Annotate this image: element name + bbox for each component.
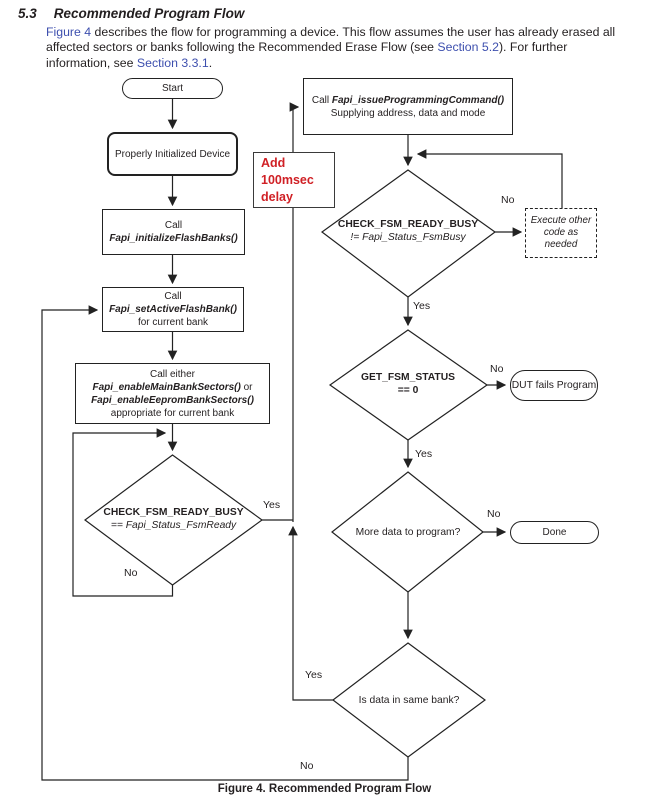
section-number: 5.3 [18, 6, 37, 21]
delay-annotation: Add 100msec delay [253, 152, 335, 208]
paragraph-text: ). For further information, see [46, 40, 568, 70]
supplying-text: Supplying address, data and mode [330, 107, 486, 119]
section-title: Recommended Program Flow [53, 6, 245, 21]
section-heading: 5.3 Recommended Program Flow [18, 6, 244, 21]
function-name: Fapi_initializeFlashBanks() [109, 233, 238, 244]
dut-fails-node: DUT fails Program [510, 370, 598, 401]
paragraph-text: . [208, 55, 213, 70]
section-5-2-link[interactable]: Section 5.2 [437, 40, 499, 55]
edge-label-no: No [501, 194, 515, 206]
issue-programming-command-node: Call Fapi_issueProgrammingCommand() Supp… [303, 78, 513, 135]
edge-label-no: No [487, 508, 501, 520]
figure-caption: Figure 4. Recommended Program Flow [217, 783, 432, 795]
execute-other-text: Execute other [530, 215, 592, 226]
done-node: Done [510, 521, 599, 544]
edge-label-yes: Yes [263, 499, 281, 511]
intro-paragraph: Figure 4 describes the flow for programm… [46, 25, 618, 71]
edge-label-yes: Yes [415, 448, 433, 460]
figure-4-link[interactable]: Figure 4 [46, 25, 92, 39]
edge-label-yes: Yes [305, 669, 323, 681]
section-3-3-1-link[interactable]: Section 3.3.1 [136, 55, 209, 70]
delay-text: 100msec [261, 172, 314, 187]
decision-same-bank-shape [332, 642, 487, 758]
initialized-device-node: Properly Initialized Device [107, 132, 238, 176]
delay-text: Add [261, 155, 286, 170]
or-text: or [243, 381, 253, 393]
edge-label-no: No [490, 363, 504, 375]
edge-label-no: No [300, 760, 314, 772]
start-node: Start [122, 78, 223, 99]
call-text: Call [164, 220, 183, 231]
decision-check-fsm-ready-shape [83, 454, 264, 586]
decision-get-fsm-status-shape [328, 329, 489, 441]
execute-other-text: needed [544, 239, 578, 250]
edge-label-no: No [124, 567, 138, 579]
decision-check-fsm-busy-shape [320, 169, 497, 298]
initialized-device-label: Properly Initialized Device [114, 148, 231, 160]
delay-text: delay [261, 189, 293, 204]
appropriate-text: appropriate for current bank [110, 407, 235, 419]
function-name: Fapi_issueProgrammingCommand() [331, 94, 505, 106]
execute-other-code-node: Execute other code as needed [525, 208, 597, 258]
initialize-flashbanks-node: Call Fapi_initializeFlashBanks() [102, 209, 245, 255]
dut-fails-label: DUT fails Program [511, 380, 597, 391]
call-text: Call [164, 291, 182, 302]
decision-more-data-shape [331, 471, 484, 593]
execute-other-text: code as [543, 227, 579, 238]
paragraph-text: describes the flow for programming a dev… [46, 25, 616, 55]
call-text: Call [311, 94, 330, 106]
for-current-bank-text: for current bank [137, 317, 209, 328]
edge-label-yes: Yes [413, 300, 431, 312]
function-name: Fapi_enableEepromBankSectors() [91, 394, 254, 406]
function-name: Fapi_enableMainBankSectors() [92, 381, 241, 393]
call-either-text: Call either [149, 368, 196, 380]
done-label: Done [542, 527, 567, 538]
function-name: Fapi_setActiveFlashBank() [109, 304, 237, 315]
set-active-flashbank-node: Call Fapi_setActiveFlashBank() for curre… [102, 287, 244, 332]
start-label: Start [161, 83, 184, 94]
enable-bank-sectors-node: Call either Fapi_enableMainBankSectors()… [75, 363, 270, 424]
